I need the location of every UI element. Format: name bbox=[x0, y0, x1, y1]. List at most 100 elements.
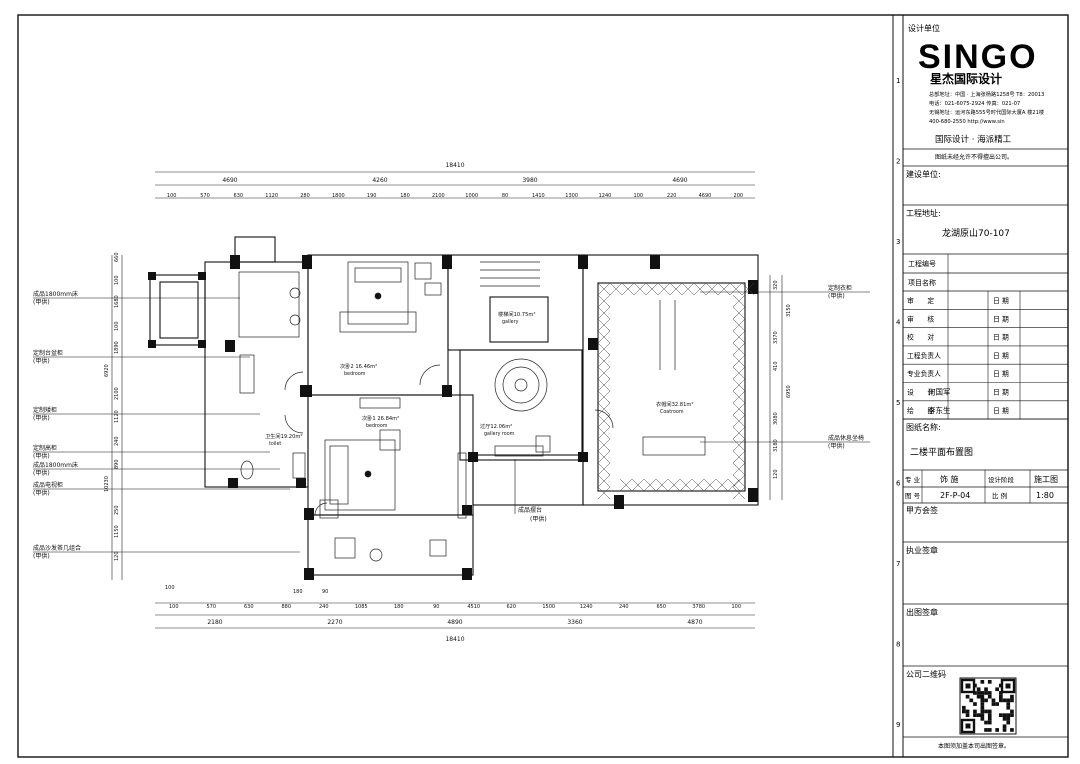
bottom-callout-label: 成品摆台 bbox=[518, 506, 542, 514]
right-callout-sub: (甲供) bbox=[828, 292, 845, 300]
bottom-extra-dim: 100 bbox=[165, 585, 175, 591]
bottom-dim-1: 620 bbox=[506, 604, 516, 610]
notice: 图纸未经允许不得擅出公司。 bbox=[935, 153, 1013, 161]
row-number: 7 bbox=[896, 560, 900, 568]
top-dim-2: 570 bbox=[200, 193, 210, 199]
bottom-dim-1: 100 bbox=[169, 604, 179, 610]
top-dim-1: 3980 bbox=[522, 177, 537, 184]
left-callout-label: 定制高柜 bbox=[33, 444, 57, 452]
project-no-label: 工程编号 bbox=[908, 259, 936, 268]
bottom-dim-1: 1500 bbox=[542, 604, 555, 610]
room-name: 卫生间19.20m² bbox=[265, 432, 303, 440]
room-name-en: bedroom bbox=[366, 423, 388, 429]
bottom-dim-1: 240 bbox=[319, 604, 329, 610]
left-dim: 6920 bbox=[104, 364, 110, 377]
left-callout-sub: (甲供) bbox=[33, 298, 50, 306]
drawing-name: 二楼平面布置图 bbox=[910, 446, 973, 458]
top-dim-2: 1800 bbox=[332, 193, 345, 199]
top-dim-1: 4690 bbox=[222, 177, 237, 184]
row-number: 3 bbox=[896, 238, 900, 246]
bottom-total-dim: 18410 bbox=[445, 636, 464, 643]
address-line-1: 总部地址：中国 · 上海张杨路1258号 T8：20013 bbox=[929, 90, 1044, 98]
right-dim: 3180 bbox=[773, 439, 779, 452]
left-callout-label: 成品沙发茶几组合 bbox=[33, 544, 81, 552]
row-number: 2 bbox=[896, 158, 900, 166]
scale-value: 1:80 bbox=[1036, 491, 1054, 500]
top-dim-2: 100 bbox=[634, 193, 644, 199]
top-dim-2: 1000 bbox=[465, 193, 478, 199]
right-dim: 6950 bbox=[786, 385, 792, 398]
bottom-dim-1: 90 bbox=[433, 604, 439, 610]
left-callout-sub: (甲供) bbox=[33, 489, 50, 497]
project-addr: 龙湖原山70-107 bbox=[942, 227, 1010, 239]
left-dim: 890 bbox=[114, 459, 120, 469]
left-dim: 240 bbox=[114, 436, 120, 446]
scale-label: 比 例 bbox=[992, 491, 1007, 500]
left-dim: 660 bbox=[114, 252, 120, 262]
bottom-dim-1: 650 bbox=[656, 604, 666, 610]
bottom-dim-1: 4510 bbox=[467, 604, 480, 610]
top-dim-2: 180 bbox=[400, 193, 410, 199]
sign-row-label: 绘 图 bbox=[907, 406, 934, 415]
spec-label: 专 业 bbox=[905, 475, 921, 484]
right-callout-sub: (甲供) bbox=[828, 442, 845, 450]
row-number: 9 bbox=[896, 721, 900, 729]
out-sign-label: 出图签章 bbox=[906, 607, 938, 617]
sign-row-date-label: 日 期 bbox=[993, 334, 1009, 342]
bottom-dim-2: 4890 bbox=[447, 619, 462, 626]
sign-row-label: 校 对 bbox=[907, 333, 934, 342]
room-name-en: bedroom bbox=[344, 371, 366, 377]
top-dim-2: 280 bbox=[300, 193, 310, 199]
company-logo-cn: 星杰国际设计 bbox=[930, 71, 1002, 86]
drawing-frame bbox=[17, 14, 1069, 758]
bottom-dim-1: 1085 bbox=[355, 604, 368, 610]
top-dim-2: 1300 bbox=[565, 193, 578, 199]
bottom-note: 本图须加盖本司出图签章。 bbox=[938, 742, 1010, 750]
row-number: 6 bbox=[896, 480, 901, 488]
floor-plan: 1841046904260398046901005706301120280180… bbox=[33, 162, 870, 643]
bottom-dim-1: 100 bbox=[731, 604, 741, 610]
build-unit-label: 建设单位: bbox=[906, 169, 941, 179]
top-dim-2: 200 bbox=[734, 193, 744, 199]
sign-row-name: 李东生 bbox=[928, 405, 951, 415]
room-name-en: toilet bbox=[269, 441, 281, 447]
top-dim-2: 1410 bbox=[532, 193, 545, 199]
left-callout-label: 定制矮柜 bbox=[33, 406, 57, 414]
row-number: 5 bbox=[896, 399, 900, 407]
design-unit-label: 设计单位 bbox=[908, 23, 940, 33]
room-name: 次卧2 16.46m² bbox=[340, 362, 377, 370]
bottom-dim-1: 1240 bbox=[580, 604, 593, 610]
sign-row-label: 工程负责人 bbox=[907, 351, 941, 360]
sign-row-label: 审 定 bbox=[907, 296, 934, 305]
top-dim-2: 80 bbox=[502, 193, 508, 199]
top-dim-2: 1120 bbox=[265, 193, 278, 199]
client-sign-label: 甲方会签 bbox=[906, 505, 938, 515]
sign-row-date-label: 日 期 bbox=[993, 407, 1009, 415]
sign-rows: 审 定日 期审 核日 期校 对日 期工程负责人日 期专业负责人日 期设 计何国军… bbox=[903, 291, 1068, 420]
sign-row-label: 审 核 bbox=[907, 314, 934, 323]
stage-value: 施工图 bbox=[1034, 474, 1058, 484]
sign-row-date-label: 日 期 bbox=[993, 370, 1009, 378]
bottom-dim-1: 630 bbox=[244, 604, 254, 610]
bottom-callout-sub: (甲供) bbox=[530, 515, 547, 523]
left-dim: 1150 bbox=[114, 525, 120, 538]
sign-row-name: 何国军 bbox=[928, 387, 951, 397]
right-dim: 410 bbox=[773, 361, 779, 371]
right-dim: 320 bbox=[773, 280, 779, 290]
right-callout-label: 定制衣柜 bbox=[828, 284, 852, 292]
sign-row-date-label: 日 期 bbox=[993, 352, 1009, 360]
bottom-dim-1: 880 bbox=[281, 604, 291, 610]
qr-label: 公司二维码 bbox=[906, 669, 946, 679]
stage-label: 设计阶段 bbox=[988, 475, 1015, 484]
room-name: 楼梯间10.75m² bbox=[498, 310, 536, 318]
bottom-dim-1: 240 bbox=[619, 604, 629, 610]
right-dim: 3370 bbox=[773, 331, 779, 344]
sign-row-label: 设 计 bbox=[907, 388, 934, 397]
right-callout-label: 成品休息坐椅 bbox=[828, 434, 864, 442]
left-dim: 1120 bbox=[114, 410, 120, 423]
bottom-dim-1: 570 bbox=[206, 604, 216, 610]
bottom-dim-2: 2180 bbox=[207, 619, 222, 626]
fig-value: 2F-P-04 bbox=[940, 491, 970, 500]
left-dim: 1890 bbox=[114, 341, 120, 354]
